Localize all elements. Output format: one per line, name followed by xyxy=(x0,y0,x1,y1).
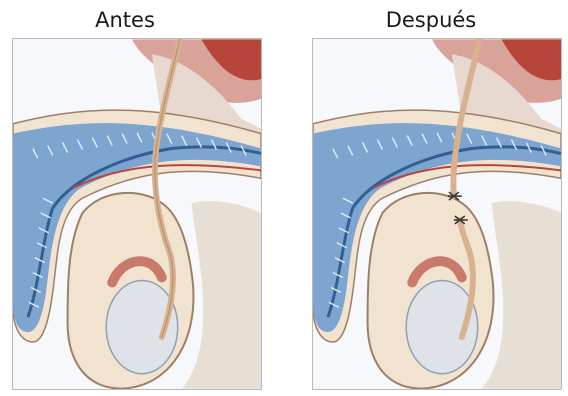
after-panel xyxy=(312,38,562,390)
after-anatomy-illustration xyxy=(313,39,561,389)
after-label: Después xyxy=(306,8,556,32)
before-label: Antes xyxy=(0,8,250,32)
before-anatomy-illustration xyxy=(13,39,261,389)
before-panel xyxy=(12,38,262,390)
